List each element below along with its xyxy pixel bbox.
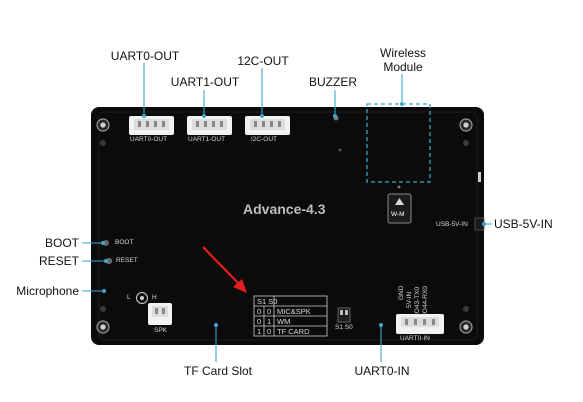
uart0-out-connector: [129, 116, 174, 135]
microphone-symbol: [136, 292, 148, 304]
label-uart0-in: UART0-IN: [354, 364, 410, 378]
mode-row-3-mode: TF CARD: [277, 327, 310, 336]
silk-uart0-in: UART0-IN: [400, 335, 430, 342]
mode-row-2-s0: 1: [267, 317, 272, 326]
reset-button: [105, 257, 113, 265]
leader-dots: [101, 102, 486, 327]
silk-pin-tx: IO43-TX0: [414, 286, 421, 315]
label-uart0-out: UART0-OUT: [110, 49, 180, 63]
leader-lines: [82, 63, 492, 362]
silk-spk: SPK: [154, 327, 168, 334]
mode-row-2-mode: WM: [277, 317, 291, 326]
silk-pin-5v: 5V-IN: [406, 291, 413, 308]
mode-row-2-s1: 0: [257, 317, 262, 326]
silk-i2c-out: I2C-OUT: [251, 136, 277, 143]
label-boot: BOOT: [44, 236, 79, 250]
mode-table-frame: [253, 295, 328, 337]
silk-wm: W-M: [391, 211, 405, 218]
label-i2c-out: 12C-OUT: [237, 54, 289, 68]
uart0-in-connector: [396, 314, 444, 334]
pcb-board: [91, 107, 484, 345]
silk-pin-gnd: GND: [398, 285, 405, 300]
label-usb-5v-in: USB-5V-IN: [494, 217, 553, 231]
boot-button: [103, 240, 109, 246]
mode-row-3-s0: 0: [267, 327, 272, 336]
dip-switch: [337, 307, 351, 323]
label-buzzer: BUZZER: [309, 75, 357, 89]
i2c-out-connector: [245, 116, 290, 135]
silk-uart1-out: UART1-OUT: [188, 136, 226, 143]
silk-mic-l: L: [127, 294, 131, 301]
mode-row-1-mode: MIC&SPK: [277, 307, 311, 316]
silk-reset: RESET: [116, 257, 138, 264]
mode-table-header: S1 S0: [257, 297, 278, 306]
silk-usb: USB-5V-IN: [436, 221, 468, 228]
wireless-module-area: [366, 103, 431, 183]
silk-boot: BOOT: [115, 239, 134, 246]
label-uart1-out: UART1-OUT: [170, 75, 240, 89]
mode-row-1-s0: 0: [267, 307, 272, 316]
silk-pin-rx: IO44-RX0: [422, 286, 429, 315]
silk-switch: S1 S0: [335, 324, 353, 331]
wm-button: [387, 193, 412, 224]
silk-mic-h: H: [152, 294, 157, 301]
label-microphone: Microphone: [16, 284, 79, 298]
label-tf-card-slot: TF Card Slot: [183, 364, 253, 378]
mode-row-1-s1: 0: [257, 307, 262, 316]
label-wireless-line1: Wireless: [379, 46, 427, 60]
silk-uart0-out: UART0-OUT: [130, 136, 168, 143]
label-reset: RESET: [38, 254, 79, 268]
red-arrow: [202, 246, 247, 293]
mounting-holes: [96, 118, 473, 334]
spk-connector: [148, 303, 172, 325]
label-wireless-line2: Module: [383, 60, 423, 74]
board-title: Advance-4.3: [243, 201, 326, 217]
uart1-out-connector: [187, 116, 232, 135]
mode-row-3-s1: 1: [257, 327, 262, 336]
